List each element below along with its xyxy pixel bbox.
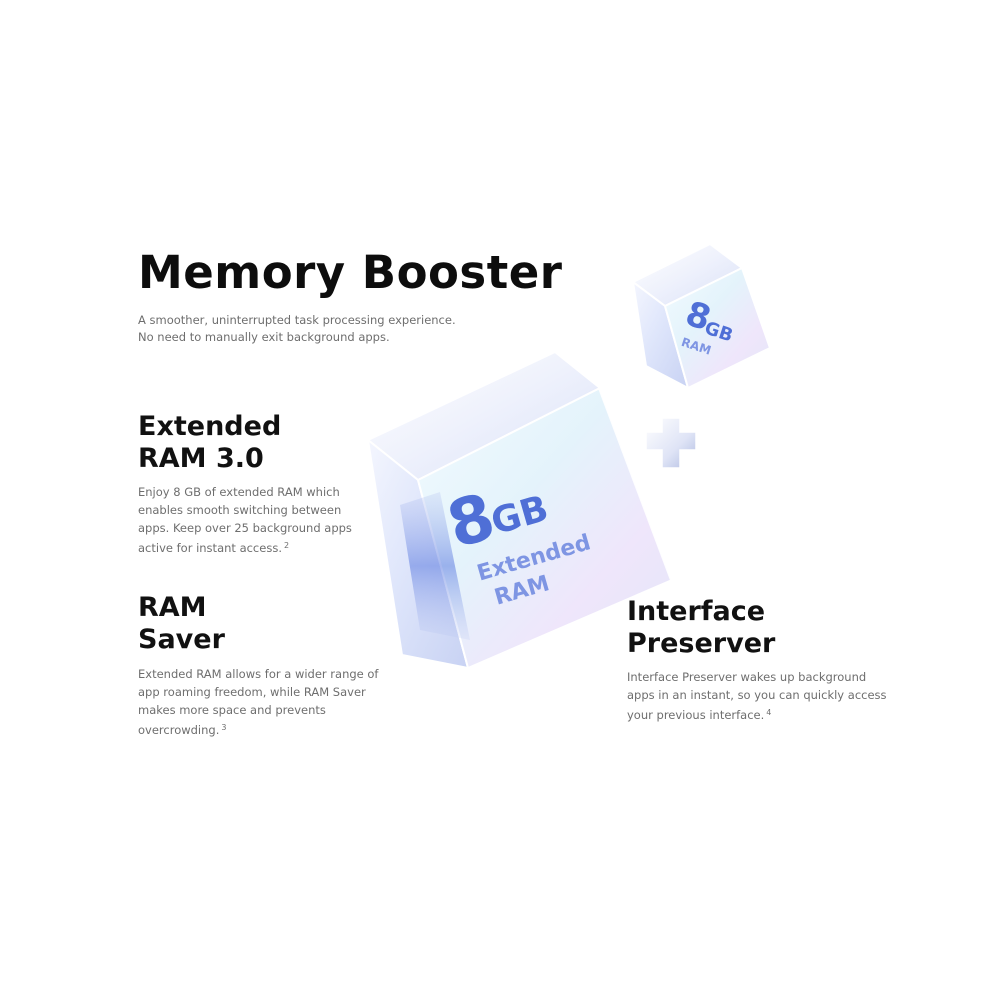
page-title: Memory Booster (138, 246, 563, 299)
page-subtitle: A smoother, uninterrupted task processin… (138, 312, 498, 346)
small-cube-side-face (663, 266, 772, 390)
feature-title-interface-preserver: Interface Preserver (627, 596, 775, 660)
small-ram-cube: 8 GB RAM (631, 242, 772, 390)
feature-title-line: Extended (138, 411, 282, 442)
feature-title-line: Saver (138, 624, 225, 655)
feature-description-extended-ram: Enjoy 8 GB of extended RAM which enables… (138, 483, 363, 557)
subtitle-line: A smoother, uninterrupted task processin… (138, 313, 456, 327)
footnote-marker: 4 (766, 708, 772, 717)
feature-description-text: Enjoy 8 GB of extended RAM which enables… (138, 485, 352, 555)
footnote-marker: 3 (221, 723, 227, 732)
feature-title-extended-ram: Extended RAM 3.0 (138, 411, 281, 475)
feature-description-ram-saver: Extended RAM allows for a wider range of… (138, 665, 393, 739)
feature-title-line: RAM (138, 592, 207, 623)
feature-description-text: Extended RAM allows for a wider range of… (138, 667, 379, 737)
feature-title-ram-saver: RAM Saver (138, 592, 225, 656)
large-cube-inner-glow (400, 492, 470, 640)
feature-title-line: Preserver (627, 628, 776, 659)
footnote-marker: 2 (283, 541, 290, 550)
feature-description-interface-preserver: Interface Preserver wakes up background … (627, 668, 897, 724)
large-ram-cube: 8 GB Extended RAM (366, 350, 674, 670)
feature-title-line: RAM 3.0 (138, 443, 264, 474)
subtitle-line: No need to manually exit background apps… (138, 330, 390, 344)
plus-icon (645, 417, 697, 469)
feature-title-line: Interface (627, 596, 766, 627)
ram-cubes-illustration: 8 GB Extended RAM 8 GB RAM (366, 242, 772, 670)
large-cube-edge-highlight (598, 387, 674, 581)
feature-description-text: Interface Preserver wakes up background … (627, 670, 887, 722)
